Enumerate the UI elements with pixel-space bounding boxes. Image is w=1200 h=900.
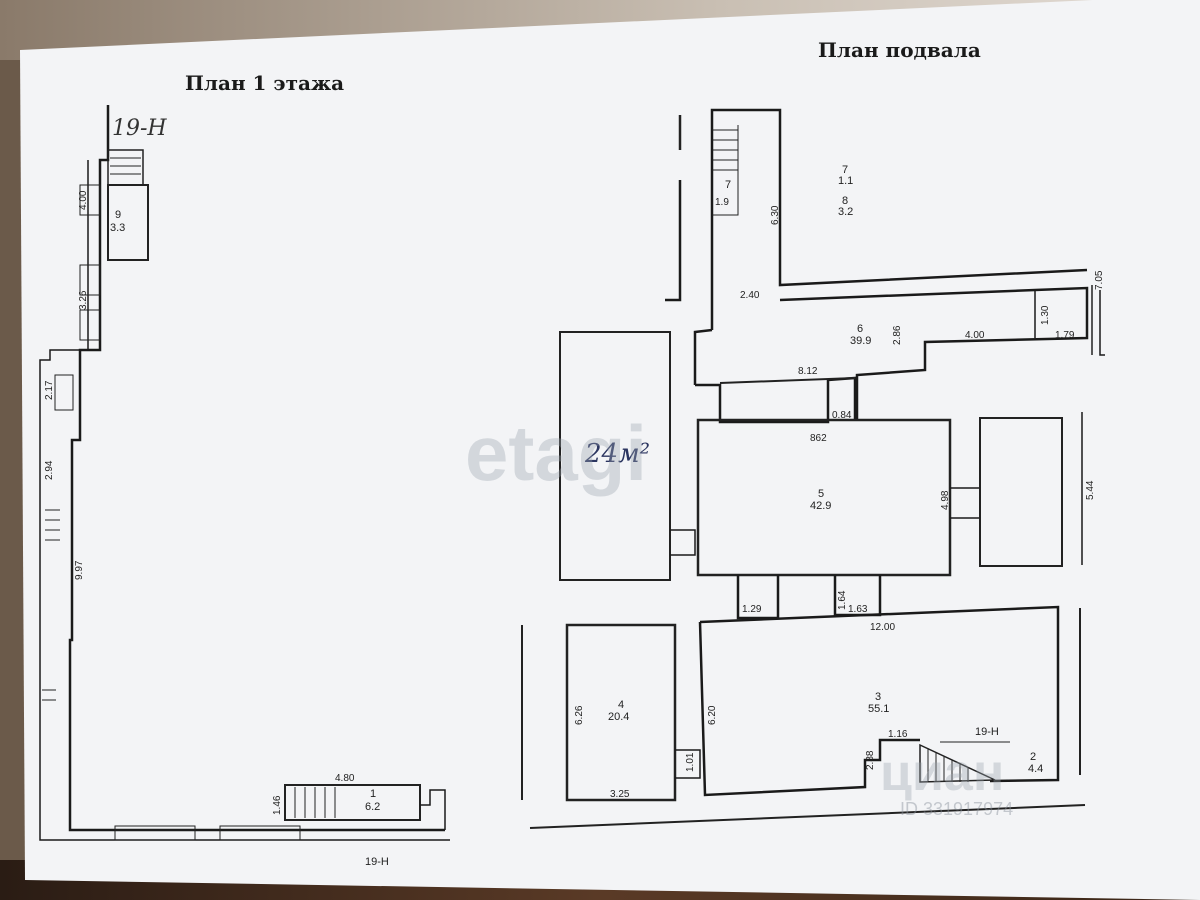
- dim-basement-101: 1.01: [685, 752, 696, 772]
- dim-basement-163: 1.63: [848, 604, 868, 615]
- room3-area: 55.1: [868, 703, 889, 715]
- room7-cell: 7: [725, 179, 731, 191]
- dim-basement-325: 3.25: [610, 789, 630, 800]
- watermark-brand: циан: [880, 744, 1004, 802]
- dim-basement-705: 7.05: [1094, 270, 1105, 290]
- room8-number: 8: [842, 195, 848, 207]
- basement-room-right: [979, 417, 1063, 567]
- basement-upper-wall-2: [693, 328, 713, 385]
- dim-basement-084: 0.84: [832, 410, 852, 421]
- room9-area: 3.3: [110, 222, 125, 234]
- floor1-bottom-wall: [420, 789, 446, 830]
- dim-floor1-997: 9.97: [74, 560, 85, 580]
- dim-basement-240: 2.40: [740, 290, 760, 301]
- paper-sheet: [20, 0, 1200, 900]
- basement-door-4: [675, 749, 701, 779]
- room5-area: 42.9: [810, 500, 831, 512]
- dim-floor1-480: 4.80: [335, 773, 355, 784]
- floor1-room-1: [284, 784, 421, 821]
- floor1-bottom-mark: 19-Н: [365, 856, 389, 868]
- dim-basement-630: 6.30: [770, 205, 781, 225]
- room1-area: 6.2: [365, 801, 380, 813]
- floor1-room-9: [107, 184, 149, 261]
- basement-upper-wall: [710, 108, 1088, 330]
- room2-area: 4.4: [1028, 763, 1043, 775]
- floor1-title: План 1 этажа: [185, 71, 344, 95]
- room9-number: 9: [115, 209, 121, 221]
- dim-basement-19: 1.9: [715, 197, 729, 208]
- basement-room-24: [559, 331, 671, 581]
- dim-basement-862: 862: [810, 433, 827, 444]
- floor1-windows: [42, 184, 301, 841]
- dim-basement-400: 4.00: [965, 330, 985, 341]
- dim-floor1-217: 2.17: [44, 380, 55, 400]
- room6-number: 6: [857, 323, 863, 335]
- basement-stair-top: [712, 125, 739, 216]
- room3-number: 3: [875, 691, 881, 703]
- floor1-outer-wall: [68, 105, 445, 832]
- dim-basement-164: 1.64: [837, 590, 848, 610]
- room7-number: 7: [842, 164, 848, 176]
- room6-area: 39.9: [850, 335, 871, 347]
- basement-door-24: [670, 529, 696, 556]
- room8-area: 3.2: [838, 206, 853, 218]
- basement-room-3-bottom: [698, 621, 920, 797]
- handwritten-area: 24м²: [584, 439, 650, 469]
- dim-floor1-146: 1.46: [272, 795, 283, 815]
- dim-basement-130: 1.30: [1040, 305, 1051, 325]
- dim-floor1-326: 3.26: [78, 290, 89, 310]
- dim-basement-498: 4.98: [940, 490, 951, 510]
- room5-number: 5: [818, 488, 824, 500]
- floor1-bottom-stair: [294, 787, 336, 818]
- basement-room-5: [696, 418, 952, 577]
- basement-title: План подвала: [818, 38, 981, 62]
- floor1-plan: 9 3.3 19-Н 1 6.2 19-Н 4.00 3.26 2.17 2.9…: [39, 105, 450, 868]
- watermark-id: ID 331917974: [900, 799, 1013, 819]
- dim-basement-544: 5.44: [1085, 480, 1096, 500]
- basement-left-stub: [665, 180, 682, 302]
- floor1-corner-mark: 19-Н: [112, 116, 167, 141]
- dim-basement-116: 1.16: [888, 729, 908, 740]
- dim-basement-288: 2.88: [865, 750, 876, 770]
- basement-passage-1: [736, 575, 780, 620]
- basement-stair-mark: 19-Н: [975, 726, 999, 738]
- basement-room-4: [565, 623, 677, 802]
- room4-area: 20.4: [608, 711, 629, 723]
- dim-basement-286: 2.86: [892, 325, 903, 345]
- basement-right-stub: [1099, 290, 1105, 356]
- floor1-inner-wall: [39, 160, 450, 841]
- basement-plan: 7 1.9 7 1.1 8 3.2 6.30 2.40 6 39.9 2.86 …: [521, 108, 1105, 829]
- basement-room-3-top: [699, 605, 1060, 783]
- basement-stair-bottom: [919, 743, 996, 783]
- dim-basement-620: 6.20: [707, 705, 718, 725]
- room7-area: 1.1: [838, 175, 853, 187]
- room1-number: 1: [370, 788, 376, 800]
- room2-number: 2: [1030, 751, 1036, 763]
- dim-basement-179: 1.79: [1055, 330, 1075, 341]
- dim-basement-812: 8.12: [798, 366, 818, 377]
- dim-basement-129: 1.29: [742, 604, 762, 615]
- dim-basement-1200: 12.00: [870, 622, 895, 633]
- dim-basement-626: 6.26: [574, 705, 585, 725]
- dim-floor1-294: 2.94: [44, 460, 55, 480]
- room4-number: 4: [618, 699, 624, 711]
- dim-floor1-400: 4.00: [78, 190, 89, 210]
- basement-room6-wall: [779, 286, 1089, 420]
- watermark-etagi: etagi: [465, 409, 647, 497]
